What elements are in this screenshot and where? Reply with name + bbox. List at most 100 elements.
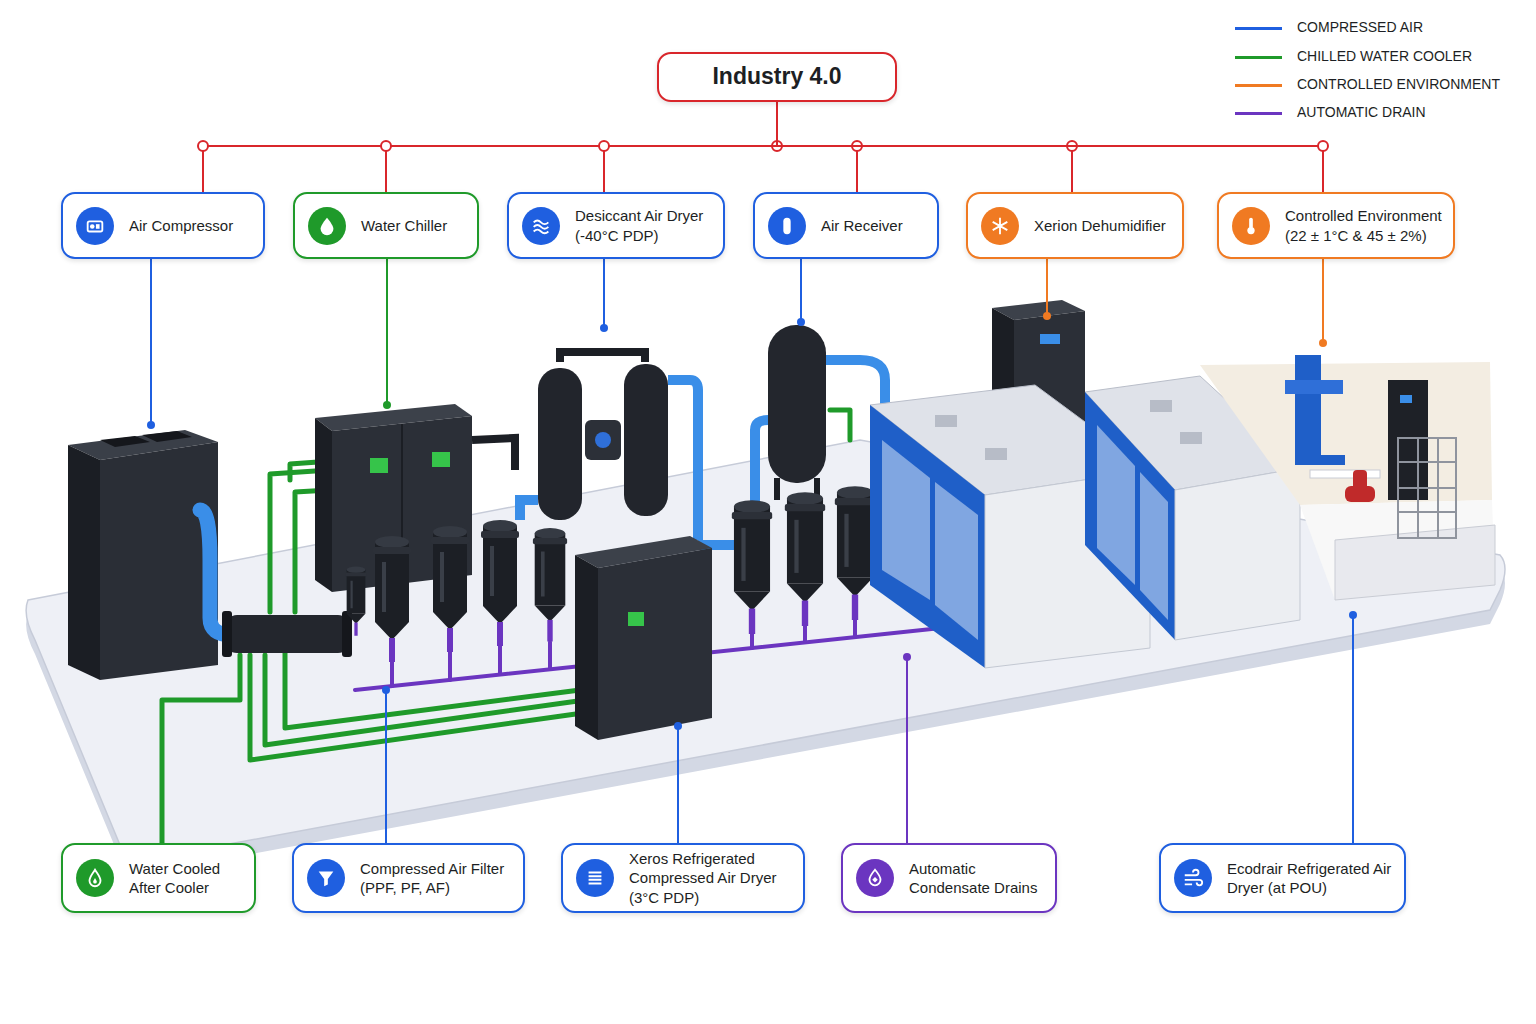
valve-block <box>585 420 621 460</box>
after-cooler <box>222 611 352 657</box>
leader-line <box>1322 259 1324 343</box>
leader-dot <box>1349 611 1357 619</box>
callout-box: Controlled Environment (22 ± 1°C & 45 ± … <box>1217 192 1455 259</box>
cabinet-front <box>100 442 218 680</box>
filter-vessel <box>732 500 772 634</box>
control-screen <box>628 612 644 626</box>
water-pipe <box>830 410 850 440</box>
icon-glyph <box>993 217 1008 234</box>
drain-line <box>750 634 754 648</box>
callout-icon <box>522 207 560 245</box>
icon-glyph <box>1182 867 1204 889</box>
callout-label: Air Compressor <box>129 216 253 236</box>
callout-box: Automatic Condensate Drains <box>841 843 1057 913</box>
icon-glyph <box>870 870 881 886</box>
leader-dot <box>382 686 390 694</box>
desiccant-dryer <box>520 352 698 540</box>
back-wall <box>1200 362 1492 505</box>
air-pipe <box>668 380 698 540</box>
legend-item: AUTOMATIC DRAIN <box>1235 103 1515 123</box>
callout-box: Air Receiver <box>753 192 939 259</box>
junction-dot <box>599 141 609 151</box>
icon-glyph <box>776 215 798 237</box>
leader-dot <box>600 324 608 332</box>
legend-item: COMPRESSED AIR <box>1235 18 1515 38</box>
icon-glyph <box>315 867 337 889</box>
hub-box: Industry 4.0 <box>657 52 897 102</box>
legend-item: CONTROLLED ENVIRONMENT <box>1235 75 1515 95</box>
valve <box>595 432 611 448</box>
icon-glyph <box>90 870 101 887</box>
drain-line <box>498 646 502 674</box>
callout-icon <box>1232 207 1270 245</box>
icon-glyph <box>88 221 103 231</box>
filter-vessel <box>431 526 469 652</box>
leader-dot <box>383 401 391 409</box>
icon-glyph <box>84 215 106 237</box>
callout-box: Ecodrair Refrigerated Air Dryer (at POU) <box>1159 843 1406 913</box>
drain-line <box>853 620 857 636</box>
hub-connector <box>777 102 1323 192</box>
cabinet-front <box>598 548 712 740</box>
drain-line <box>548 642 552 668</box>
junction-dot <box>1318 141 1328 151</box>
leader-line <box>150 259 152 425</box>
display <box>1040 334 1060 344</box>
callout-icon <box>76 859 114 897</box>
hub-connector <box>203 102 777 192</box>
water-pipe <box>265 655 585 745</box>
callout-box: Water Cooled After Cooler <box>61 843 256 913</box>
leader-dot <box>1319 339 1327 347</box>
leader-dots <box>147 312 1357 730</box>
tank-leg <box>774 478 780 500</box>
cabinet-side <box>68 445 100 680</box>
water-pipe <box>290 462 318 480</box>
callout-label: Water Chiller <box>361 216 467 236</box>
platform-top <box>26 440 1505 857</box>
cabinet-side <box>575 555 598 740</box>
legend-label: CONTROLLED ENVIRONMENT <box>1297 76 1500 92</box>
icon-glyph <box>584 867 606 889</box>
xeros-dryer <box>575 536 712 740</box>
test-machine <box>1295 355 1321 465</box>
cooler-flange <box>222 611 232 657</box>
drain-line <box>448 652 452 680</box>
callout-label: Xerion Dehumidifier <box>1034 216 1172 236</box>
leader-dot <box>797 318 805 326</box>
receiver-tank <box>768 325 826 483</box>
filter-vessel <box>373 536 411 662</box>
rack-frame <box>1398 438 1456 538</box>
callout-box: Xeros Refrigerated Compressed Air Dryer … <box>561 843 805 913</box>
drain-line <box>803 626 807 642</box>
window <box>935 482 978 640</box>
air-pipe <box>520 500 538 520</box>
icon-glyph <box>783 217 790 234</box>
legend-line <box>1235 84 1282 87</box>
legend-label: COMPRESSED AIR <box>1297 19 1423 35</box>
callout-box: Desiccant Air Dryer (-40°C PDP) <box>507 192 725 259</box>
icon-glyph <box>534 220 549 233</box>
front-wall <box>1335 525 1495 600</box>
leader-line <box>906 657 908 843</box>
enclosure-side <box>1085 392 1175 640</box>
icon-glyph <box>872 877 878 883</box>
icon-glyph <box>998 223 1003 228</box>
cooler-shell <box>225 615 350 653</box>
icon-glyph <box>1247 226 1254 233</box>
air-receiver <box>768 325 885 500</box>
leader-line <box>1046 259 1048 316</box>
callout-label: Automatic Condensate Drains <box>909 859 1045 898</box>
icon-glyph <box>93 878 97 884</box>
callout-icon <box>1174 859 1212 897</box>
icon-glyph <box>589 873 602 884</box>
legend-label: AUTOMATIC DRAIN <box>1297 104 1426 120</box>
dryer-tower <box>538 368 582 520</box>
icon-glyph <box>1240 215 1262 237</box>
callout-icon <box>856 859 894 897</box>
filter-vessel <box>481 520 519 646</box>
legend-line <box>1235 27 1282 30</box>
drain-line <box>390 662 394 686</box>
callout-label: Desiccant Air Dryer (-40°C PDP) <box>575 206 713 245</box>
filter-vessel <box>835 486 875 620</box>
